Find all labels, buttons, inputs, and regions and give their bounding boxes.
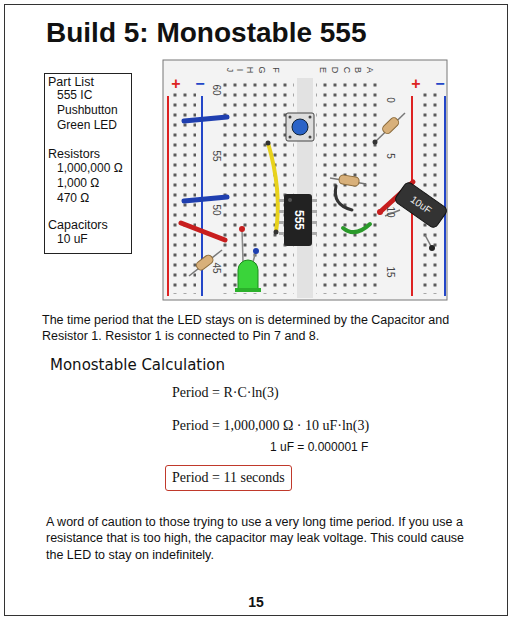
ic-555: [279, 194, 317, 246]
result-box: Period = 11 seconds: [165, 465, 292, 491]
result-text: Period = 11 seconds: [172, 470, 285, 486]
page-border: [5, 5, 508, 616]
spacer: [165, 465, 296, 491]
row-number: 60: [210, 84, 222, 95]
list-heading: Part List: [48, 75, 94, 89]
list-item: 470 Ω: [57, 192, 89, 206]
breadboard: [163, 60, 447, 300]
row-number: 45: [210, 262, 222, 273]
list-item: 555 IC: [57, 89, 92, 103]
column-letter: F: [271, 67, 281, 73]
section-heading: Monostable Calculation: [50, 357, 225, 374]
row-number: 5: [384, 153, 396, 159]
row-number: 10: [384, 206, 396, 217]
list-item: 1,000,000 Ω: [57, 162, 123, 176]
rail-sign: −: [435, 75, 444, 93]
column-letter: C: [342, 67, 352, 74]
row-number: 50: [210, 204, 222, 215]
capacitor-symbol: [385, 181, 448, 251]
page-title: Build 5: Monostable 555: [46, 17, 367, 49]
column-letter: D: [330, 67, 340, 74]
column-letter: J: [225, 68, 235, 73]
row-number: 15: [384, 266, 396, 277]
green-led: [235, 226, 261, 292]
list-item: 1,000 Ω: [57, 177, 99, 191]
rail-sign: +: [171, 75, 180, 93]
list-heading: Resistors: [48, 147, 100, 161]
rail-sign: +: [411, 75, 420, 93]
column-letter: H: [245, 67, 255, 74]
formula: Period = 1,000,000 Ω · 10 uF·ln(3): [172, 418, 369, 434]
column-letter: I: [235, 69, 245, 72]
row-number: 55: [210, 150, 222, 161]
formula: Period = R·C·ln(3): [172, 385, 279, 401]
pushbutton: [286, 113, 314, 141]
list-item: Pushbutton: [57, 104, 118, 118]
caution-paragraph: A word of caution to those trying to use…: [46, 514, 476, 563]
column-letter: B: [353, 67, 363, 73]
column-letter: G: [257, 66, 267, 73]
part-list-box: Part List555 ICPushbuttonGreen LED Resist…: [44, 73, 132, 254]
resistor-symbol: [189, 113, 405, 276]
list-item: 10 uF: [57, 233, 88, 247]
row-number: 0: [384, 97, 396, 103]
rail-sign: −: [195, 75, 204, 93]
body-paragraph: The time period that the LED stays on is…: [42, 312, 472, 345]
column-letter: A: [365, 67, 375, 73]
unit-note: 1 uF = 0.000001 F: [270, 441, 368, 455]
chip-label: 555: [291, 210, 305, 230]
page-number: 15: [248, 594, 264, 610]
list-heading: Capacitors: [48, 218, 108, 232]
column-letter: E: [318, 67, 328, 73]
list-item: Green LED: [57, 119, 117, 133]
